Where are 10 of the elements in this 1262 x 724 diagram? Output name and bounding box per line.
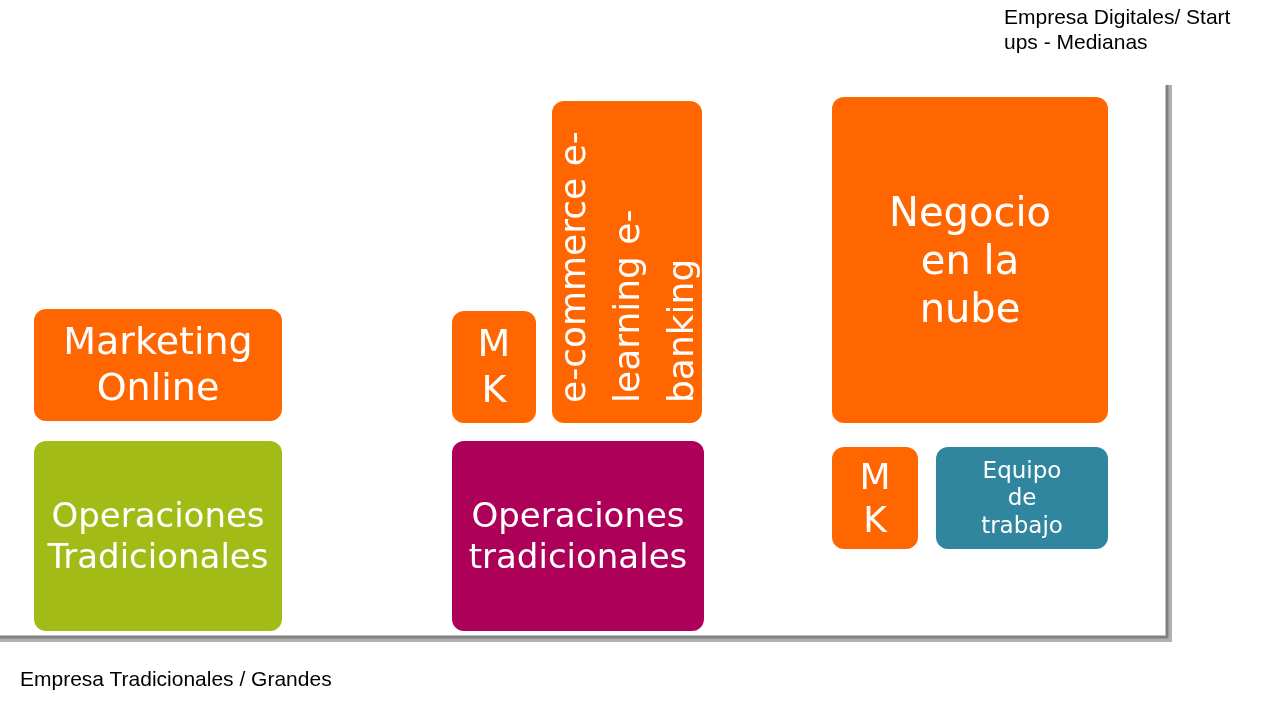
process-box: Operaciones tradicionales	[452, 441, 704, 631]
process-box: Equipo de trabajo	[936, 447, 1108, 549]
axis-label: Empresa Tradicionales / Grandes	[20, 666, 333, 692]
process-box: Marketing Online	[34, 309, 282, 421]
axis-label: Empresa Digitales/ Start ups - Medianas	[1004, 4, 1232, 55]
process-box: Negocio en la nube	[832, 97, 1108, 423]
process-box: e-commerce e-learning e-banking	[552, 101, 702, 423]
process-box: MK	[832, 447, 918, 549]
process-box: Operaciones Tradicionales	[34, 441, 282, 631]
process-box: MK	[452, 311, 536, 423]
